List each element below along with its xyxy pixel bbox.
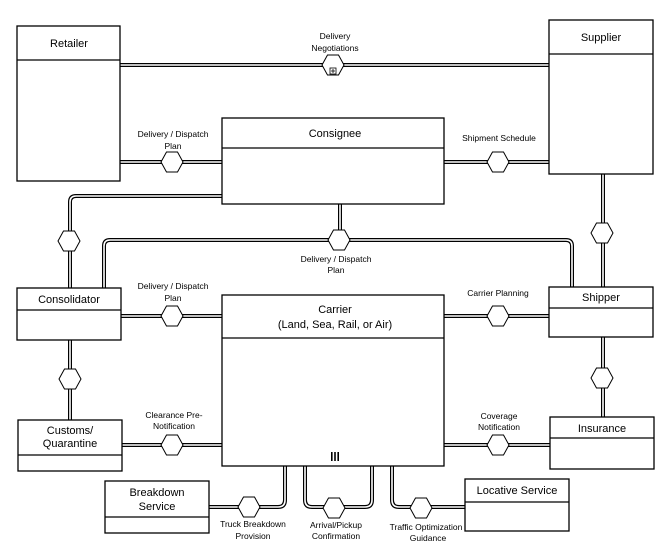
conversation-carrier-planning[interactable]	[486, 305, 510, 327]
pool-shipper[interactable]: Shipper	[548, 286, 654, 338]
label-consignee-dispatch: Delivery / Dispatch	[301, 254, 372, 264]
pool-label: Consignee	[309, 128, 362, 140]
pool-label: Insurance	[578, 423, 626, 435]
conversation-coverage[interactable]	[486, 434, 510, 456]
label-consignee-dispatch: Plan	[327, 265, 344, 275]
pool-label: Shipper	[582, 292, 620, 304]
label-retailer-consignee: Delivery / Dispatch	[138, 129, 209, 139]
pool-label: Supplier	[581, 32, 622, 44]
label-coverage: Notification	[478, 422, 520, 432]
pool-label: (Land, Sea, Rail, or Air)	[278, 319, 392, 331]
label-coverage: Coverage	[481, 411, 518, 421]
conversation-shipment-schedule[interactable]	[486, 151, 510, 173]
pool-label: Customs/	[47, 425, 94, 437]
label-carrier-planning: Carrier Planning	[467, 288, 529, 298]
pool-label: Service	[139, 501, 176, 513]
conversation-clearance[interactable]	[160, 434, 184, 456]
pool-retailer[interactable]: Retailer	[16, 25, 121, 182]
conversation-shipper-insurance[interactable]	[590, 367, 614, 389]
pool-label: Retailer	[50, 38, 88, 50]
label-clearance: Notification	[153, 421, 195, 431]
conversation-consignee-dispatch[interactable]	[327, 229, 351, 251]
label-shipment-schedule: Shipment Schedule	[462, 133, 536, 143]
parallel-bars-icon	[331, 452, 339, 461]
pool-locative-service[interactable]: Locative Service	[464, 478, 570, 532]
conversation-consolidator-carrier[interactable]	[160, 305, 184, 327]
pool-label: Breakdown	[129, 487, 184, 499]
pool-supplier[interactable]: Supplier	[548, 19, 654, 175]
label-arrival-pickup: Confirmation	[312, 531, 360, 541]
label-arrival-pickup: Arrival/Pickup	[310, 520, 362, 530]
conversation-traffic-optimization[interactable]	[409, 497, 433, 519]
label-traffic-optimization: Guidance	[410, 533, 447, 543]
pool-consolidator[interactable]: Consolidator	[16, 287, 122, 341]
label-consolidator-carrier: Plan	[164, 293, 181, 303]
pool-label: Carrier	[318, 304, 352, 316]
conversation-arrival-pickup[interactable]	[322, 497, 346, 519]
label-consolidator-carrier: Delivery / Dispatch	[138, 281, 209, 291]
label-truck-breakdown: Provision	[236, 531, 271, 541]
conversation-retailer-consignee[interactable]	[160, 151, 184, 173]
pool-label: Quarantine	[43, 438, 97, 450]
pool-breakdown-service[interactable]: Breakdown Service	[104, 480, 210, 534]
conversation-supplier-shipper[interactable]	[590, 222, 614, 244]
pool-insurance[interactable]: Insurance	[549, 416, 655, 470]
label-delivery-negotiations: Negotiations	[311, 43, 358, 53]
label-truck-breakdown: Truck Breakdown	[220, 519, 286, 529]
label-delivery-negotiations: Delivery	[320, 31, 351, 41]
label-clearance: Clearance Pre-	[145, 410, 202, 420]
pool-label: Consolidator	[38, 294, 100, 306]
link-consignee-consolidator-inner	[69, 195, 222, 288]
conversation-labels: Delivery Negotiations Delivery / Dispatc…	[138, 31, 537, 543]
pool-label: Locative Service	[477, 485, 558, 497]
label-traffic-optimization: Traffic Optimization	[390, 522, 463, 532]
plus-square-icon	[329, 67, 337, 75]
conversation-consignee-consolidator[interactable]	[57, 230, 81, 252]
label-retailer-consignee: Plan	[164, 141, 181, 151]
pool-customs-quarantine[interactable]: Customs/ Quarantine	[17, 419, 123, 472]
link-carrier-locative-inner	[391, 466, 465, 508]
conversation-nodes	[57, 54, 614, 519]
pool-carrier[interactable]: Carrier (Land, Sea, Rail, or Air)	[221, 294, 445, 467]
conversation-delivery-negotiations[interactable]	[321, 54, 345, 76]
link-breakdown-carrier-inner	[209, 466, 286, 508]
pool-consignee[interactable]: Consignee	[221, 117, 445, 205]
conversation-consolidator-customs[interactable]	[58, 368, 82, 390]
conversation-truck-breakdown[interactable]	[237, 496, 261, 518]
